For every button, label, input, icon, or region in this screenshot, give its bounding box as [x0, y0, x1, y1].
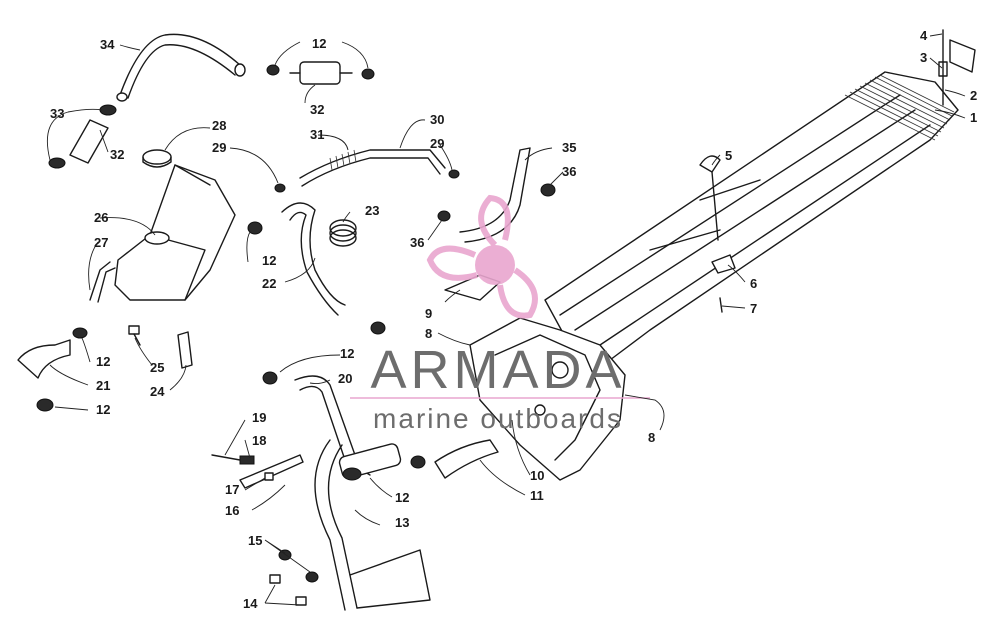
- clamp-12-hose22: [247, 221, 263, 235]
- callout-12-a: 12: [312, 36, 326, 51]
- clamp-12-upper-left: [266, 64, 280, 76]
- clamp-12-hose21-top: [72, 327, 88, 339]
- callout-30: 30: [430, 112, 444, 127]
- hose-35: [459, 147, 531, 243]
- logo-hub: [475, 245, 515, 285]
- callout-15: 15: [248, 533, 262, 548]
- clip-18: [239, 455, 255, 465]
- callout-16: 16: [225, 503, 239, 518]
- callout-7: 7: [750, 301, 757, 316]
- plate-2: [949, 39, 976, 73]
- clamp-29-right: [448, 169, 460, 179]
- callout-17: 17: [225, 482, 239, 497]
- callout-1: 1: [970, 110, 977, 125]
- clamp-29-left: [274, 183, 286, 193]
- callout-14: 14: [243, 596, 258, 611]
- callout-2: 2: [970, 88, 977, 103]
- callout-21: 21: [96, 378, 110, 393]
- callout-29-a: 29: [212, 140, 226, 155]
- heat-exchanger-fins: [844, 74, 955, 141]
- watermark-brand: ARMADA: [370, 340, 625, 400]
- clamp-33-bottom: [48, 157, 66, 169]
- callout-29-b: 29: [430, 136, 444, 151]
- clamp-33-top: [99, 104, 117, 116]
- watermark-tagline: marine outboards: [373, 403, 623, 434]
- callout-36-right: 36: [562, 164, 576, 179]
- clamp-12-hose20: [262, 371, 278, 385]
- clamp-36-left: [437, 210, 451, 222]
- bolt-14: [269, 574, 307, 606]
- radiator-cap: [142, 149, 172, 168]
- leader-lines: [46, 33, 966, 606]
- logo-blade-right: [497, 267, 538, 319]
- tunnel-heat-exchanger: [544, 71, 959, 361]
- hose-27: [89, 261, 116, 303]
- hose-30: [299, 149, 446, 187]
- bracket-6: [711, 254, 736, 274]
- bracket-24: [177, 331, 193, 369]
- clamp-36-right: [540, 183, 556, 197]
- callout-12-c: 12: [340, 346, 354, 361]
- callout-28: 28: [212, 118, 226, 133]
- spring-clamp-23: [329, 219, 357, 247]
- callout-27: 27: [94, 235, 108, 250]
- callout-26: 26: [94, 210, 108, 225]
- nut-17: [264, 472, 274, 481]
- clamp-12-hose21-bottom: [36, 398, 54, 412]
- hose-11: [434, 439, 499, 479]
- logo-blade-top: [478, 194, 511, 248]
- clamp-12-lower: [342, 455, 426, 481]
- callout-4: 4: [920, 28, 928, 43]
- tube-32-left: [69, 119, 109, 164]
- callout-20: 20: [338, 371, 352, 386]
- sensor-5: [699, 155, 721, 241]
- bulkhead-plate: [469, 317, 626, 481]
- tube-32-upper: [289, 61, 353, 85]
- callout-24: 24: [150, 384, 165, 399]
- callout-35: 35: [562, 140, 576, 155]
- clamp-15: [278, 549, 319, 583]
- clamp-12-bulkhead: [370, 321, 386, 335]
- callout-8-lower: 8: [648, 430, 655, 445]
- logo-blade-left: [426, 245, 478, 281]
- callout-25: 25: [150, 360, 164, 375]
- callout-12-d: 12: [96, 354, 110, 369]
- callout-12-f: 12: [395, 490, 409, 505]
- callout-13: 13: [395, 515, 409, 530]
- callout-labels: 1 2 3 4 5 6 7 8 8 9 10 11 12 12 12 12 12…: [50, 28, 977, 611]
- screw-7: [719, 297, 723, 313]
- hose-34: [116, 33, 246, 102]
- callout-5: 5: [725, 148, 732, 163]
- callout-36-left: 36: [410, 235, 424, 250]
- callout-6: 6: [750, 276, 757, 291]
- callout-19: 19: [252, 410, 266, 425]
- callout-32-upper: 32: [310, 102, 324, 117]
- callout-10: 10: [530, 468, 544, 483]
- clamp-12-upper-right: [361, 68, 375, 80]
- bolt-25: [128, 325, 141, 346]
- callout-12-b: 12: [262, 253, 276, 268]
- bracket-16: [239, 454, 304, 489]
- callout-33: 33: [50, 106, 64, 121]
- callout-23: 23: [365, 203, 379, 218]
- callout-11: 11: [530, 488, 544, 503]
- callout-31: 31: [310, 127, 324, 142]
- callout-22: 22: [262, 276, 276, 291]
- screw-19: [211, 454, 241, 461]
- callout-3: 3: [920, 50, 927, 65]
- watermark-logo: [426, 194, 538, 319]
- coolant-tank: [114, 164, 236, 301]
- callout-18: 18: [252, 433, 266, 448]
- hose-22: [281, 202, 346, 316]
- hose-13: [314, 439, 431, 611]
- callout-32-left: 32: [110, 147, 124, 162]
- callout-34: 34: [100, 37, 115, 52]
- callout-8-upper: 8: [425, 326, 432, 341]
- hose-21: [17, 339, 71, 379]
- callout-9: 9: [425, 306, 432, 321]
- callout-12-e: 12: [96, 402, 110, 417]
